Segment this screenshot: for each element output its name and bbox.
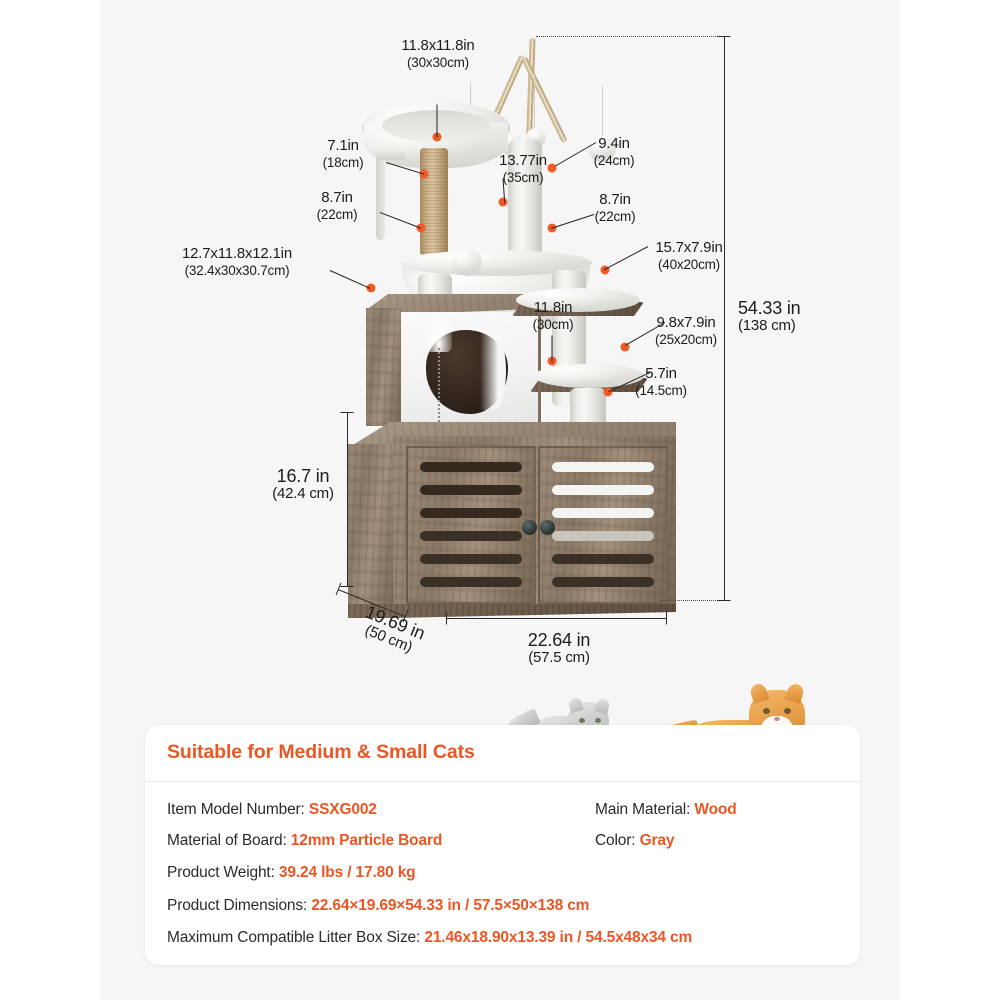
sisal-post (420, 148, 448, 256)
spec-row-material: Main Material: Wood (595, 801, 737, 819)
width-label: 22.64 in (57.5 cm) (527, 630, 591, 667)
cabinet-height-label: 16.7 in (42.4 cm) (272, 466, 334, 503)
leader-top-platform (436, 104, 438, 138)
overall-height-rule (724, 36, 725, 600)
callout-label-upper-perch: 15.7x7.9in (40x20cm) (655, 239, 723, 272)
height-extension-top (536, 36, 726, 37)
width-cap-left (446, 611, 447, 625)
callout-label-lower-perch: 9.8x7.9in (25x20cm) (655, 314, 717, 347)
door-left-slats (420, 462, 522, 588)
callout-label-top-platform: 11.8x11.8in (30x30cm) (401, 37, 475, 70)
cabinet-height-cap-top (340, 412, 354, 413)
cabinet-height-cap-bottom (340, 586, 354, 587)
spec-label-color: Color: (595, 832, 640, 849)
spec-value-litterbox: 21.46x18.90x13.39 in / 54.5x48x34 cm (424, 929, 693, 946)
cabinet-knob-left[interactable] (522, 520, 537, 535)
spec-row-dimensions: Product Dimensions: 22.64×19.69×54.33 in… (167, 897, 589, 915)
callout-label-toy-post: 9.4in (24cm) (593, 135, 635, 168)
callout-dot-condo-opening (547, 356, 557, 366)
upper-perch-cushion (516, 288, 640, 312)
spec-label-litterbox: Maximum Compatible Litter Box Size: (167, 929, 425, 946)
callout-dot-lower-perch (620, 342, 630, 352)
spec-value-color: Gray (639, 832, 675, 849)
hammock-pompom (452, 248, 482, 276)
toy-string-center (534, 74, 535, 130)
spec-card-header (145, 725, 860, 782)
callout-label-condo: 12.7x11.8x12.1in (32.4x30x30.7cm) (182, 245, 292, 278)
height-cap-bottom (717, 600, 731, 601)
cabinet-knob-right[interactable] (540, 520, 555, 535)
lower-perch-cushion (534, 364, 644, 388)
spec-row-board: Material of Board: 12mm Particle Board (167, 832, 442, 850)
callout-label-left-post: 8.7in (22cm) (316, 189, 358, 222)
callout-dot-left-post (416, 223, 426, 233)
width-rule (446, 618, 666, 619)
spec-label-model: Item Model Number: (167, 801, 309, 818)
spec-label-dimensions: Product Dimensions: (167, 897, 312, 914)
cat-tree-illustration (330, 30, 690, 640)
spec-value-model: SSXG002 (308, 801, 377, 818)
callout-dot-hammock (498, 197, 508, 207)
callout-label-hammock: 13.77in (35cm) (499, 152, 547, 185)
spec-label-weight: Product Weight: (167, 864, 279, 881)
hanging-toy-string (438, 348, 440, 436)
condo-side-left (366, 308, 402, 426)
spec-row-color: Color: Gray (595, 832, 674, 850)
callout-label-right-post: 8.7in (22cm) (594, 191, 636, 224)
spec-card-title: Suitable for Medium & Small Cats (167, 741, 475, 763)
callout-label-condo-opening: 11.8in (30cm) (532, 299, 574, 332)
pompom-right (588, 136, 616, 162)
spec-value-weight: 39.24 lbs / 17.80 kg (278, 864, 416, 881)
spec-value-material: Wood (694, 801, 737, 818)
height-extension-bottom (660, 600, 726, 601)
callout-dot-sisal-post (419, 169, 429, 179)
spec-value-dimensions: 22.64×19.69×54.33 in / 57.5×50×138 cm (311, 897, 590, 914)
condo-opening-highlight (480, 332, 506, 410)
callout-dot-top-platform (432, 132, 442, 142)
door-right-slats (552, 462, 654, 588)
side-bar-arm (376, 152, 406, 160)
toy-string-right (602, 86, 603, 142)
cabinet-height-rule (347, 412, 348, 586)
width-cap-right (666, 611, 667, 625)
callout-label-sisal-post: 7.1in (18cm) (322, 137, 364, 170)
callout-dot-upper-perch (600, 265, 610, 275)
spec-value-board: 12mm Particle Board (290, 832, 443, 849)
side-bar-toy (376, 152, 385, 240)
spec-row-litterbox: Maximum Compatible Litter Box Size: 21.4… (167, 929, 692, 947)
callout-dot-condo (366, 283, 376, 293)
spec-card: Suitable for Medium & Small Cats Item Mo… (145, 725, 860, 965)
height-cap-top (717, 36, 731, 37)
callout-dot-base-post (603, 387, 613, 397)
leader-condo-opening (551, 335, 553, 363)
callout-label-base-post: 5.7in (14.5cm) (635, 365, 687, 398)
feather-toy (426, 316, 452, 352)
spec-row-model: Item Model Number: SSXG002 (167, 801, 377, 819)
callout-dot-right-post (547, 223, 557, 233)
callout-dot-toy-post (547, 163, 557, 173)
cabinet-side-left (348, 444, 394, 612)
overall-height-label: 54.33 in (138 cm) (738, 298, 801, 335)
spec-label-board: Material of Board: (167, 832, 291, 849)
spec-label-material: Main Material: (595, 801, 695, 818)
spec-row-weight: Product Weight: 39.24 lbs / 17.80 kg (167, 864, 416, 882)
cabinet-door-right[interactable] (538, 446, 668, 604)
